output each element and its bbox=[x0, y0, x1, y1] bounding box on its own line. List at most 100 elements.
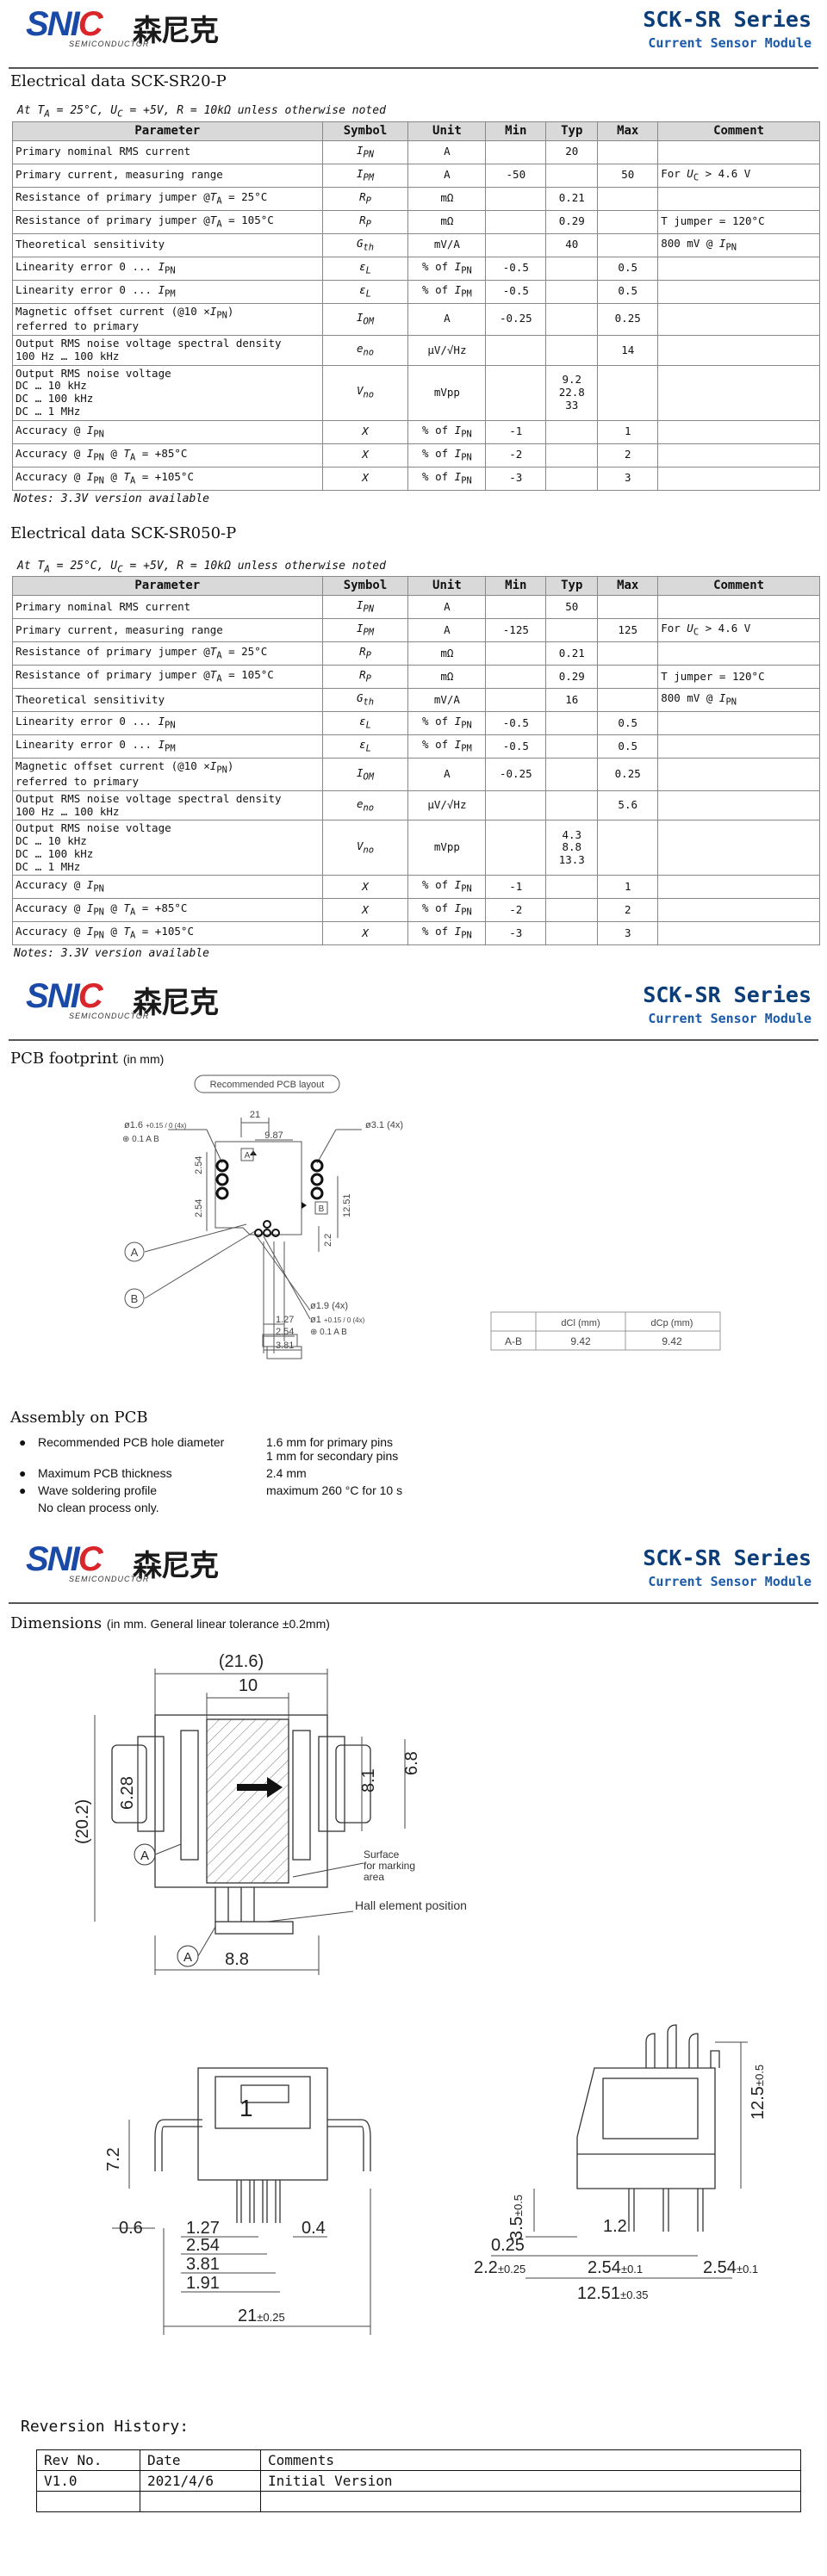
table-header: Parameter bbox=[12, 576, 323, 597]
table-cell: -0.5 bbox=[485, 279, 547, 304]
table-cell bbox=[545, 335, 599, 366]
dim-side-2-2: 2.2±0.25 bbox=[474, 2258, 525, 2277]
table-cell: X bbox=[321, 419, 409, 444]
table-cell bbox=[657, 820, 820, 876]
table-header: Min bbox=[485, 576, 547, 597]
table-cell: Resistance of primary jumper @TA = 105°C bbox=[12, 209, 323, 234]
company-logo: SNIC 森尼克 SEMICONDUCTOR bbox=[26, 977, 250, 1020]
table-cell: 20 bbox=[545, 139, 599, 164]
table-cell bbox=[485, 364, 547, 421]
dim-top-8-8: 8.8 bbox=[225, 1950, 249, 1969]
table-cell: 16 bbox=[545, 688, 599, 713]
table-cell bbox=[485, 688, 547, 713]
table-header: Symbol bbox=[321, 121, 409, 141]
top-view bbox=[111, 1714, 371, 1935]
dim-3-81: 3.81 bbox=[276, 1341, 294, 1351]
table-cell bbox=[657, 364, 820, 421]
dimensions-drawing: (21.6) 10 6.8 8.1 6.28 (20.2) 8.8 Surfac… bbox=[73, 1652, 768, 2336]
ref-b-circle: B bbox=[131, 1292, 139, 1305]
revision-title: Reversion History: bbox=[21, 2418, 190, 2437]
table-cell: % of IPM bbox=[407, 734, 487, 759]
table-cell: 125 bbox=[597, 618, 659, 643]
layout-label: Recommended PCB layout bbox=[210, 1080, 325, 1090]
table-cell: A bbox=[407, 618, 487, 643]
table-cell: Magnetic offset current (@10 ×IPN)referr… bbox=[12, 302, 323, 337]
dim-top-8-1: 8.1 bbox=[359, 1768, 378, 1793]
table-cell: 0.5 bbox=[597, 256, 659, 281]
table-header: Comment bbox=[657, 576, 820, 597]
table-cell: 0.29 bbox=[545, 209, 599, 234]
table-cell bbox=[657, 641, 820, 666]
table-cell: X bbox=[321, 875, 409, 900]
table-cell: μV/√Hz bbox=[407, 790, 487, 821]
table-cell: 2 bbox=[597, 443, 659, 468]
table-cell: 0.25 bbox=[597, 758, 659, 791]
ref-a-top-1: A bbox=[140, 1848, 149, 1863]
logo-snic-text: SNIC bbox=[26, 5, 103, 43]
series-subtitle: Current Sensor Module bbox=[648, 35, 811, 51]
table-cell bbox=[657, 790, 820, 821]
assembly-item: ● Wave soldering profile maximum 260 °C … bbox=[19, 1483, 403, 1498]
table-cell: RP bbox=[321, 641, 409, 666]
table-cell: Accuracy @ IPN @ TA = +85°C bbox=[12, 443, 323, 468]
table-cell bbox=[545, 163, 599, 188]
table-cell: -3 bbox=[485, 466, 547, 491]
table-cell: % of IPN bbox=[407, 256, 487, 281]
dtable-row-label: A-B bbox=[505, 1335, 522, 1347]
assembly-list: ● Recommended PCB hole diameter 1.6 mm f… bbox=[19, 1435, 827, 1514]
table-cell bbox=[657, 139, 820, 164]
dim-top-6-8: 6.8 bbox=[402, 1751, 421, 1775]
table-cell: % of IPN bbox=[407, 875, 487, 900]
table-cell: For UC > 4.6 V bbox=[657, 163, 820, 188]
table-cell bbox=[545, 758, 599, 791]
rev-header: Rev No. bbox=[36, 2449, 140, 2472]
logo-subtitle: SEMICONDUCTOR bbox=[69, 1012, 150, 1021]
company-logo: SNIC 森尼克 SEMICONDUCTOR bbox=[26, 1540, 250, 1583]
table-cell: eno bbox=[321, 335, 409, 366]
logo-subtitle: SEMICONDUCTOR bbox=[69, 1575, 150, 1584]
table-cell: -1 bbox=[485, 875, 547, 900]
table-header: Comment bbox=[657, 121, 820, 141]
table-cell bbox=[485, 139, 547, 164]
pcb-footprint-drawing: Recommended PCB layout ø1.6 +0.15 / 0 (4… bbox=[122, 1074, 721, 1359]
table-cell bbox=[657, 466, 820, 491]
dimensions-note: (in mm. General linear tolerance ±0.2mm) bbox=[106, 1617, 330, 1632]
table-cell: Primary current, measuring range bbox=[12, 618, 323, 643]
table-cell: % of IPM bbox=[407, 279, 487, 304]
table-cell: % of IPN bbox=[407, 711, 487, 736]
table-cell: mΩ bbox=[407, 641, 487, 666]
table-row: Output RMS noise voltage spectral densit… bbox=[12, 335, 820, 366]
dim-front-2-54: 2.54 bbox=[186, 2236, 220, 2255]
table-cell bbox=[597, 209, 659, 234]
table-cell bbox=[597, 232, 659, 257]
rev-cell: Initial Version bbox=[260, 2470, 801, 2492]
dim-1-27: 1.27 bbox=[276, 1315, 294, 1325]
revision-table: Rev No. Date Comments V1.0 2021/4/6 Init… bbox=[36, 2449, 801, 2513]
table-cell bbox=[545, 875, 599, 900]
table-cell: RP bbox=[321, 209, 409, 234]
table-cell: RP bbox=[321, 186, 409, 211]
dim-12-51: 12.51 bbox=[342, 1194, 352, 1218]
series-title: SCK-SR Series bbox=[643, 7, 811, 32]
rev-cell bbox=[36, 2491, 140, 2513]
dim-2-54-a: 2.54 bbox=[194, 1156, 204, 1174]
dim-front-0-4: 0.4 bbox=[302, 2219, 326, 2238]
series-heading: SCK-SR Series Current Sensor Module bbox=[643, 1545, 811, 1589]
table-cell: 3 bbox=[597, 921, 659, 946]
logo-snic-text: SNIC bbox=[26, 1540, 103, 1579]
table-cell: IPM bbox=[321, 618, 409, 643]
assembly-title: Assembly on PCB bbox=[10, 1409, 148, 1427]
distance-table: dCl (mm) dCp (mm) A-B 9.42 9.42 bbox=[490, 1311, 721, 1351]
dim-pad-large: ø3.1 (4x) bbox=[365, 1120, 403, 1130]
table-cell: Theoretical sensitivity bbox=[12, 232, 323, 257]
rev-header: Date bbox=[140, 2449, 261, 2472]
series-title: SCK-SR Series bbox=[643, 1545, 811, 1571]
